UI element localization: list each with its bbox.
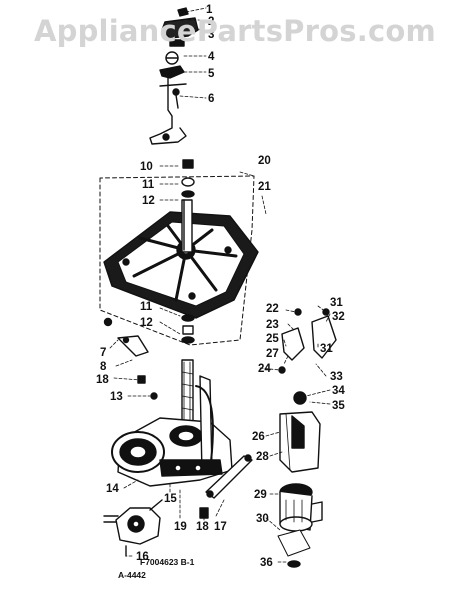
part-label: 18: [196, 521, 209, 533]
part-label: 7: [100, 347, 106, 359]
watermark: AppliancePartsPros.com: [34, 14, 436, 48]
part-label: 36: [260, 557, 273, 569]
part-label: 18: [96, 374, 109, 386]
part-label: 34: [332, 385, 345, 397]
part-label: 22: [266, 303, 279, 315]
part-label: 14: [106, 483, 119, 495]
part-label: 3: [208, 29, 214, 41]
part-label: 31: [330, 297, 343, 309]
part-label: 20: [258, 155, 271, 167]
part-label: 31: [320, 343, 333, 355]
part-label: 10: [140, 161, 153, 173]
part-label: 30: [256, 513, 269, 525]
part-label: 23: [266, 319, 279, 331]
part-number-labels: 1 2 3 4 5 6 10 20 11 21 12 22 31 23 32 1…: [96, 4, 345, 569]
part-label: 35: [332, 400, 345, 412]
part-label: 29: [254, 489, 267, 501]
part-label: 19: [174, 521, 187, 533]
part-label: 12: [140, 317, 153, 329]
part-label: 8: [100, 361, 107, 373]
part-label: 11: [140, 301, 153, 313]
top-bracket-assembly: [149, 7, 199, 145]
part-label: 25: [266, 333, 279, 345]
motor-assembly: [277, 308, 337, 568]
part-label: 16: [136, 551, 149, 563]
part-label: 12: [142, 195, 155, 207]
gearcase: [111, 375, 233, 487]
part-label: 28: [256, 451, 269, 463]
part-label: 11: [142, 179, 155, 191]
part-label: 6: [208, 93, 214, 105]
part-label: 27: [266, 348, 279, 360]
part-label: 17: [214, 521, 227, 533]
part-label: 33: [330, 371, 343, 383]
caption-sub: A-4442: [118, 570, 146, 580]
part-label: 5: [208, 68, 215, 80]
part-label: 15: [164, 493, 177, 505]
part-label: 13: [110, 391, 123, 403]
pump: [103, 499, 163, 557]
part-label: 2: [208, 16, 214, 28]
mounting-plate: [103, 211, 259, 319]
part-label: 32: [332, 311, 345, 323]
part-label: 26: [252, 431, 265, 443]
part-label: 24: [258, 363, 271, 375]
caption-code: F7004623 B-1: [140, 557, 195, 567]
part-label: 21: [258, 181, 271, 193]
part-label: 4: [208, 51, 215, 63]
part-label: 1: [206, 4, 213, 16]
